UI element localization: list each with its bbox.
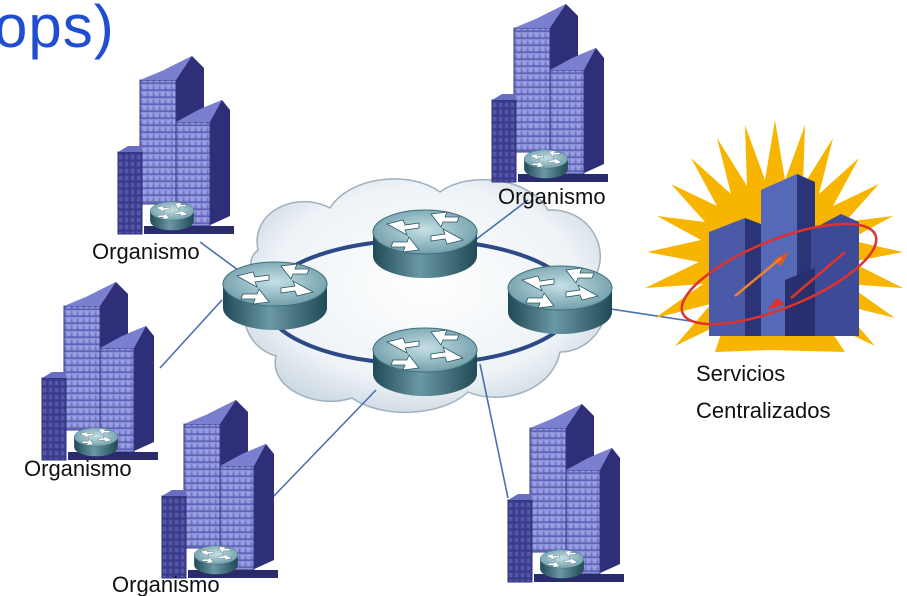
router-icon [222,261,328,331]
building-icon [508,404,624,582]
org-label-mid-left: Organismo [24,456,132,481]
building-icon [162,400,278,578]
org-label-bottom-left: Organismo [112,572,220,596]
org-label-top-left: Organismo [92,239,200,264]
building-icon [118,56,234,234]
building-icon [492,4,608,182]
building-icon [42,282,158,460]
router-icon [507,265,613,335]
page-title: ops) [0,0,115,60]
router-icon [372,209,478,279]
services-label-line1: Servicios [696,361,785,386]
central-services-icon [645,120,903,352]
router-icon [372,327,478,397]
services-label-line2: Centralizados [696,398,831,423]
org-label-top-right: Organismo [498,184,606,209]
